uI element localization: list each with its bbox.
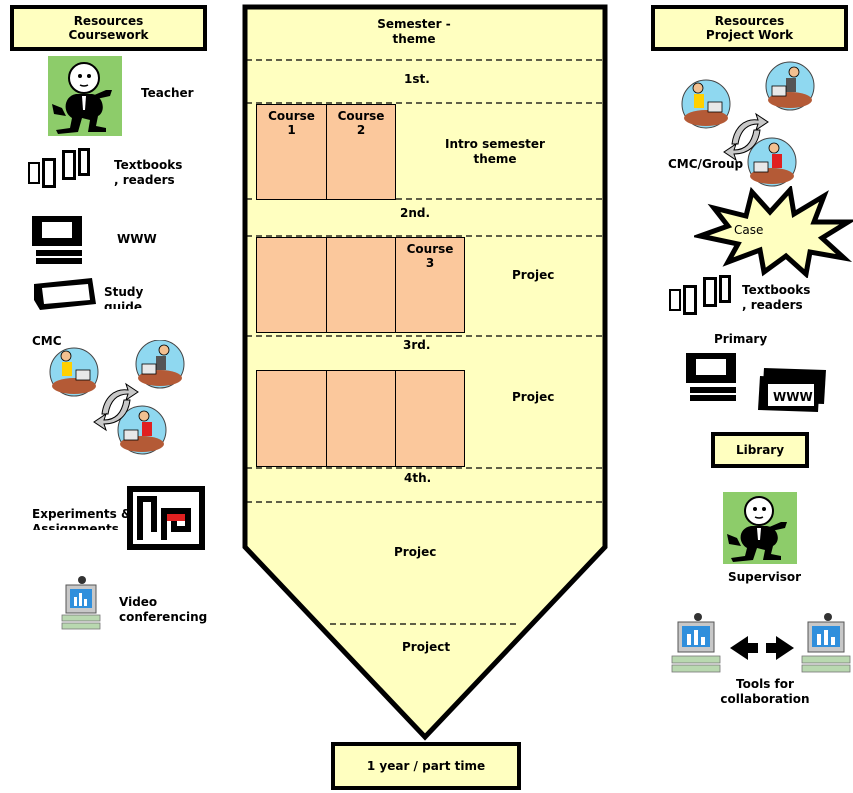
experiments-icon <box>127 486 205 554</box>
study-guide-icon <box>32 276 98 318</box>
textbooks-label: Textbooks , readers <box>742 283 811 312</box>
coursework-header-line2: Coursework <box>68 28 149 42</box>
course-blank-box <box>326 237 396 333</box>
teacher-label: Teacher <box>141 86 194 100</box>
primary-label: Primary <box>714 332 768 346</box>
cmc-label: CMC <box>32 334 62 348</box>
computer-monitor-icon <box>686 353 740 409</box>
course-1-box: Course 1 <box>256 104 327 200</box>
case-label: Case <box>734 223 764 237</box>
case-burst-icon <box>690 184 853 282</box>
project-label: Project <box>402 640 451 654</box>
www-pages-icon <box>758 368 828 418</box>
textbooks-icon <box>24 144 94 198</box>
cmc-network-icon <box>46 339 196 464</box>
supervisor-label: Supervisor <box>728 570 802 584</box>
video-conferencing-icon <box>60 575 102 635</box>
coursework-header-line1: Resources <box>73 14 144 28</box>
double-arrow-icon <box>730 635 794 665</box>
project-resources-header: Resources Project Work <box>651 5 848 51</box>
supervisor-icon <box>723 492 797 564</box>
library-box: Library <box>711 432 809 468</box>
teacher-icon <box>48 56 122 136</box>
project-header-line1: Resources <box>714 14 785 28</box>
semester-theme-label: Semester - theme <box>377 17 451 46</box>
cmc-group-label: CMC/Group <box>668 157 744 171</box>
experiments-label: Experiments & Assignments <box>32 507 132 530</box>
course-blank-box <box>326 370 396 467</box>
course-blank-box <box>256 237 327 333</box>
project-label: Projec <box>394 545 437 559</box>
video-label: Video conferencing <box>119 595 208 624</box>
coursework-resources-header: Resources Coursework <box>10 5 207 51</box>
period-2-label: 2nd. <box>400 206 431 220</box>
textbooks-label: Textbooks , readers <box>114 158 183 187</box>
period-4-label: 4th. <box>404 471 432 485</box>
project-label: Projec <box>512 268 555 282</box>
computer-monitor-icon <box>32 216 86 272</box>
course-blank-box <box>256 370 327 467</box>
course-blank-box <box>395 370 465 467</box>
video-conferencing-icon <box>800 612 852 678</box>
course-2-box: Course 2 <box>326 104 396 200</box>
www-label: WWW <box>117 232 157 246</box>
course-3-box: Course 3 <box>395 237 465 333</box>
intro-theme-label: Intro semester theme <box>445 137 545 166</box>
textbooks-icon <box>665 271 735 325</box>
project-header-line2: Project Work <box>705 28 794 42</box>
www-label: WWW <box>773 390 813 404</box>
collaboration-tools-label: Tools for collaboration <box>720 677 810 706</box>
period-3-label: 3rd. <box>403 338 431 352</box>
study-guide-label: Study guide <box>104 285 144 309</box>
duration-footer-box: 1 year / part time <box>331 742 521 790</box>
cmc-group-network-icon <box>680 58 830 192</box>
project-label: Projec <box>512 390 555 404</box>
period-1-label: 1st. <box>404 72 430 86</box>
video-conferencing-icon <box>670 612 722 678</box>
